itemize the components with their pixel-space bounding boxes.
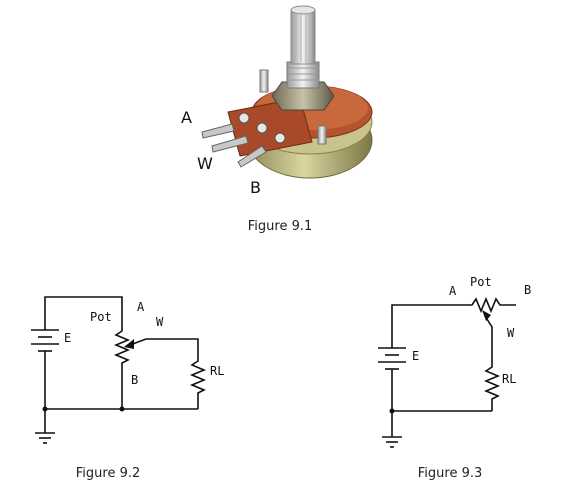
figure-9-1: A W B Figure 9.1 [0,0,580,240]
ground-symbol [382,411,402,448]
label-pot: Pot [90,310,112,324]
pot-wiper [482,310,491,321]
battery-e [378,343,406,411]
label-rl: RL [502,372,516,386]
potentiometer-illustration: A W B [181,5,373,197]
label-pot: Pot [470,275,492,289]
pot-nut [271,81,335,111]
label-rl: RL [210,364,224,378]
circuit-figure-9-2: Pot A W B E RL [31,296,224,444]
figure-9-2-caption: Figure 9.2 [75,466,141,481]
pin-label-b: B [250,178,261,197]
pot-resistor [468,296,516,314]
load-resistor-rl [189,357,207,409]
load-resistor-rl [483,363,501,411]
label-e: E [412,349,419,363]
pin-label-a: A [181,108,192,127]
ground-symbol [35,409,55,444]
label-a: A [137,300,145,314]
figure-9-1-caption: Figure 9.1 [247,219,313,234]
label-b: B [524,283,531,297]
label-w: W [507,326,515,340]
circuit-figure-9-3: Pot A B W E RL [378,275,531,448]
label-w: W [156,315,164,329]
battery-e [31,324,59,409]
pot-wiper [129,338,199,357]
pin-a [201,123,235,139]
figure-9-3: Pot A B W E RL Figure 9.3 [300,265,580,497]
label-b: B [131,373,138,387]
pin-label-w: W [197,154,213,173]
pin-b [237,145,267,168]
pot-resistor [113,327,131,409]
label-e: E [64,331,71,345]
label-a: A [449,284,457,298]
figure-9-3-caption: Figure 9.3 [417,466,483,481]
pin-w [211,135,249,153]
figure-9-2: Pot A W B E RL Figure 9.2 [0,265,280,497]
